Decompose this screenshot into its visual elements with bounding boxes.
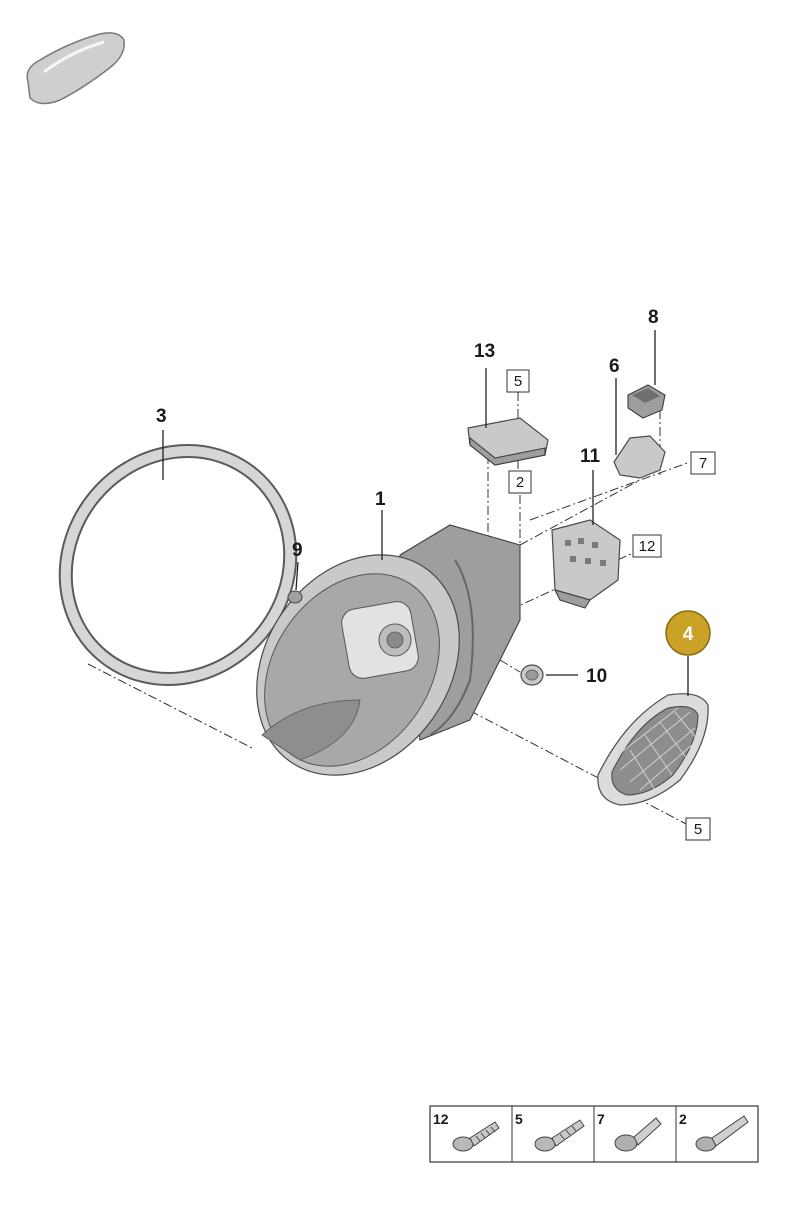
part-13-control-module — [467, 417, 549, 466]
callout-4: 4 — [683, 624, 694, 645]
legend-label-7: 7 — [597, 1111, 605, 1127]
callout-labels: 1 3 6 8 9 10 11 13 — [156, 307, 659, 687]
legend-label-5: 5 — [515, 1111, 523, 1127]
screw-12-icon — [452, 1121, 500, 1152]
callout-4-highlight: 4 — [665, 610, 711, 656]
callout-10: 10 — [586, 666, 607, 687]
box-5-bottom: 5 — [694, 821, 702, 838]
callout-1: 1 — [375, 489, 386, 510]
part-3-bezel-ring — [58, 444, 298, 686]
part-8-cover — [627, 384, 666, 419]
box-12: 12 — [639, 538, 656, 555]
car-silhouette-icon — [26, 32, 125, 105]
callout-3: 3 — [156, 406, 167, 427]
box-5-top: 5 — [514, 373, 522, 390]
legend-label-12: 12 — [433, 1111, 449, 1127]
legend-label-2: 2 — [679, 1111, 687, 1127]
part-1-headlight-housing — [256, 524, 521, 776]
callout-13: 13 — [474, 341, 495, 362]
callout-9: 9 — [292, 540, 303, 561]
leader-lines — [162, 330, 689, 696]
screw-2-icon — [695, 1115, 749, 1152]
part-11-ballast — [551, 519, 621, 609]
screw-7-icon — [614, 1117, 662, 1152]
box-refs: 5 2 7 12 5 — [506, 369, 716, 841]
fastener-legend: 12 5 7 2 — [429, 1105, 759, 1163]
part-9-plug — [287, 590, 303, 604]
box-7: 7 — [699, 455, 707, 472]
box-2: 2 — [516, 474, 524, 491]
callout-8: 8 — [648, 307, 659, 328]
callout-11: 11 — [580, 446, 601, 467]
callout-6: 6 — [609, 356, 620, 377]
part-4-grille-cover — [597, 693, 709, 806]
part-6-holder — [613, 435, 666, 479]
screw-5-icon — [534, 1119, 585, 1152]
part-10-cap — [520, 664, 544, 686]
